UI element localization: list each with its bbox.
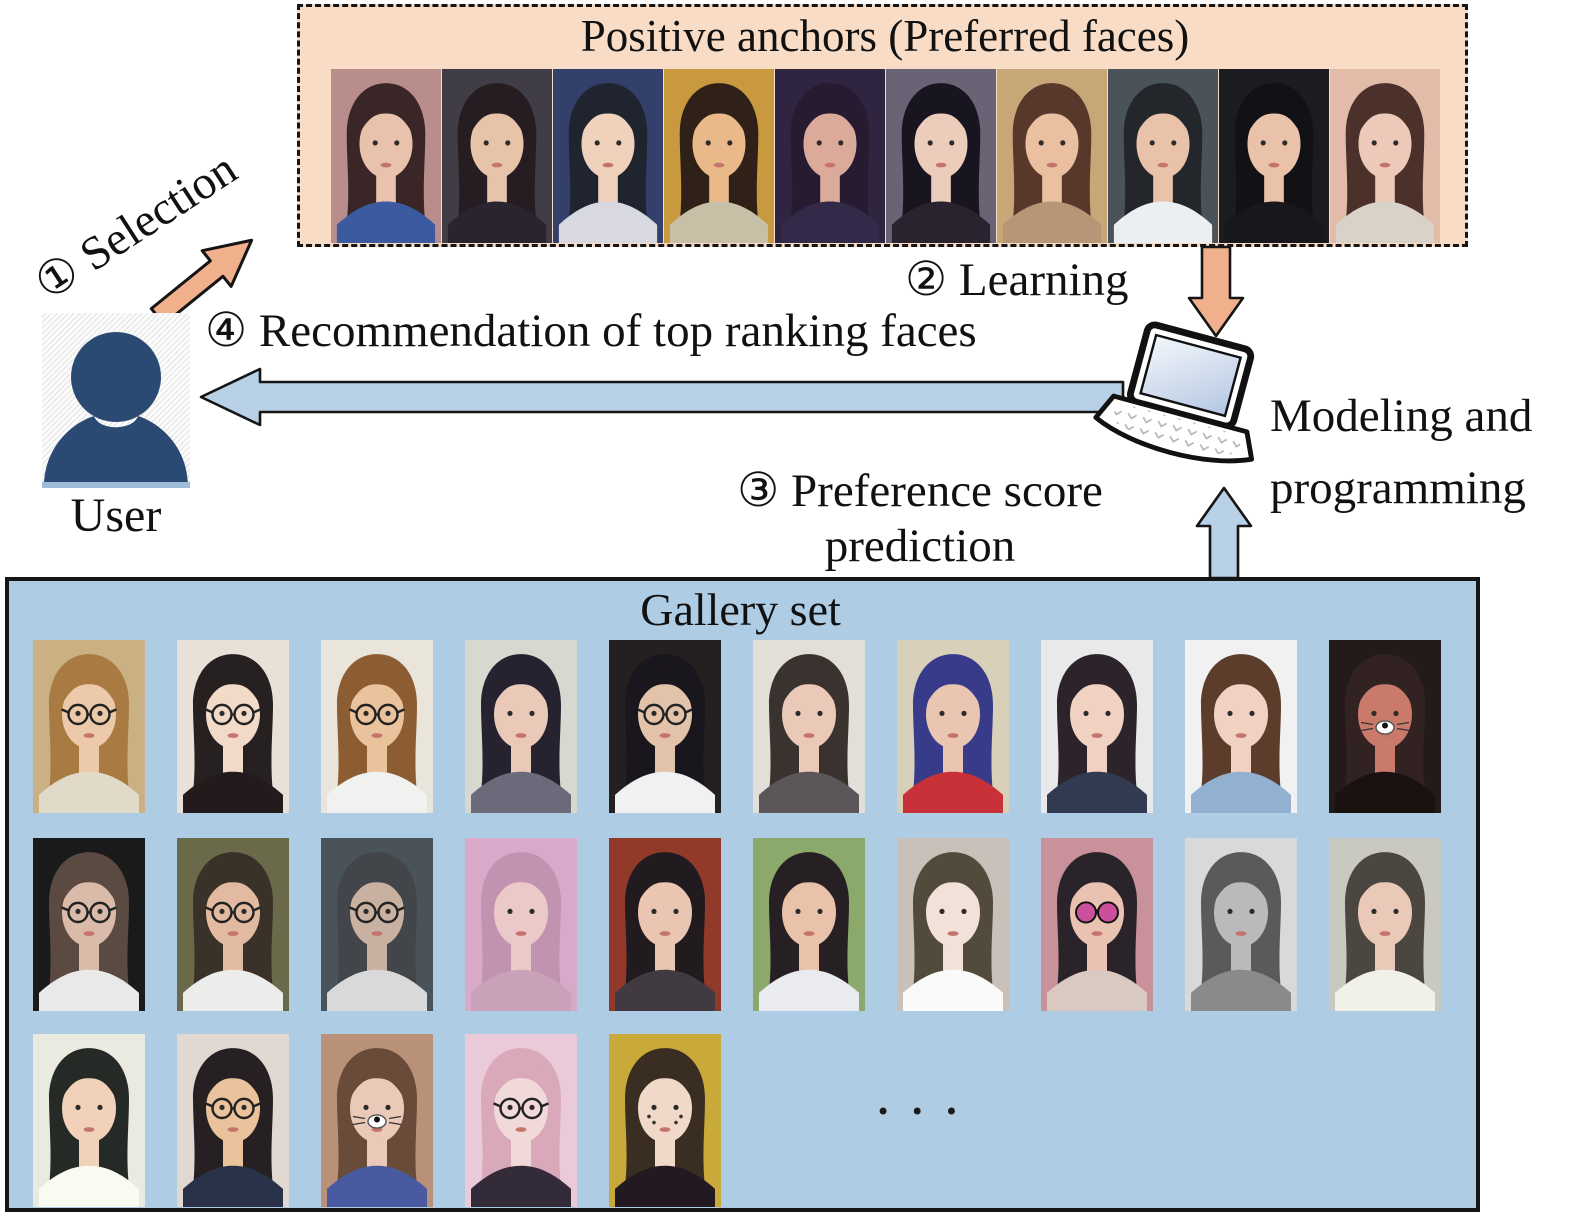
gallery-row-1 [33,640,1441,813]
face-photo [1041,640,1153,813]
face-photo [321,1034,433,1207]
laptop-icon [1093,321,1266,498]
face-photo [33,640,145,813]
face-photo [321,640,433,813]
face-photo [331,69,441,243]
step3-label-line1: ③ Preference score [737,465,1103,517]
face-photo [465,838,577,1011]
face-photo [442,69,552,243]
step3-prediction-label: ③ Preference score prediction [640,464,1200,574]
face-photo [33,1034,145,1207]
face-photo [753,838,865,1011]
face-photo [177,1034,289,1207]
face-photo [1108,69,1218,243]
face-photo [321,838,433,1011]
learning-arrow [1187,245,1245,338]
face-photo [1185,838,1297,1011]
face-photo [609,838,721,1011]
face-photo [609,1034,721,1207]
face-photo [1185,640,1297,813]
face-photo [33,838,145,1011]
step3-label-line2: prediction [824,520,1016,572]
face-photo [553,69,663,243]
face-photo [897,640,1009,813]
positive-anchors-title: Positive anchors (Preferred faces) [580,11,1190,61]
face-photo [1219,69,1329,243]
prediction-arrow [1195,486,1253,580]
user-icon-underline [42,482,190,488]
face-photo [753,640,865,813]
recommendation-arrow [198,366,1126,428]
face-photo [1329,838,1441,1011]
face-photo [664,69,774,243]
user-avatar-icon [42,313,190,487]
modeling-programming-label: Modeling and programming [1270,380,1532,524]
positive-anchors-face-strip [331,69,1440,243]
face-photo [1041,838,1153,1011]
modeling-label-line1: Modeling and [1270,390,1533,442]
modeling-label-line2: programming [1270,462,1526,514]
face-photo [886,69,996,243]
gallery-ellipsis: ••• [876,1098,979,1126]
gallery-row-3 [33,1034,721,1207]
face-photo [1329,640,1441,813]
face-photo [775,69,885,243]
face-photo [177,838,289,1011]
user-label: User [70,489,162,542]
face-photo [609,640,721,813]
face-photo [177,640,289,813]
face-photo [465,1034,577,1207]
face-photo [465,640,577,813]
face-photo [1330,69,1440,243]
gallery-set-box [5,577,1480,1212]
step2-learning-label: ② Learning [905,254,1129,306]
gallery-row-2 [33,838,1441,1011]
gallery-set-title: Gallery set [640,584,841,635]
face-photo [897,838,1009,1011]
face-photo [997,69,1107,243]
step4-recommendation-label: ④ Recommendation of top ranking faces [205,305,977,357]
